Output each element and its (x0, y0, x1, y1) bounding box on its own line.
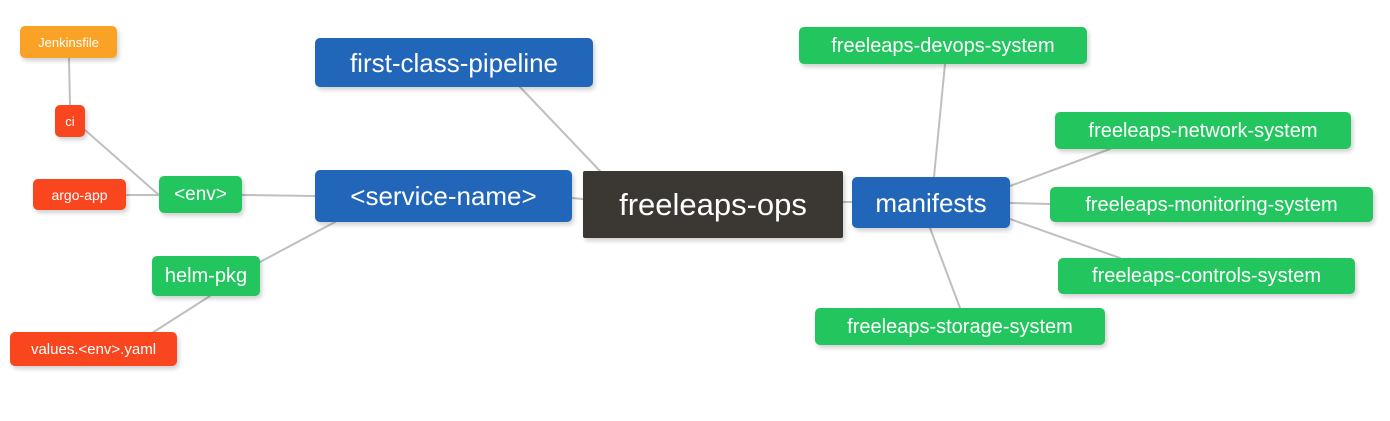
node-label-first-class-pipeline: first-class-pipeline (349, 47, 559, 78)
node-devops-system[interactable]: freeleaps-devops-system (799, 27, 1087, 64)
edge-manifests-to-devops-system (933, 63, 946, 178)
node-first-class-pipeline[interactable]: first-class-pipeline (315, 38, 593, 87)
node-ci[interactable]: ci (55, 105, 85, 137)
edge-helm-pkg-to-service-name (259, 221, 336, 263)
node-jenkinsfile[interactable]: Jenkinsfile (20, 26, 117, 58)
node-values-yaml[interactable]: values.<env>.yaml (10, 332, 177, 366)
node-label-helm-pkg: helm-pkg (164, 265, 248, 287)
node-label-controls-system: freeleaps-controls-system (1092, 265, 1321, 287)
edge-manifests-to-controls-system (1009, 218, 1121, 259)
node-label-env: <env> (174, 184, 227, 205)
edge-env-to-service-name (241, 194, 316, 197)
node-label-network-system: freeleaps-network-system (1088, 119, 1318, 142)
node-label-freeleaps-ops: freeleaps-ops (619, 187, 807, 222)
node-label-values-yaml: values.<env>.yaml (30, 340, 157, 358)
node-label-service-name: <service-name> (350, 181, 537, 211)
node-helm-pkg[interactable]: helm-pkg (152, 256, 260, 296)
node-label-monitoring-system: freeleaps-monitoring-system (1085, 193, 1338, 216)
edge-jenkinsfile-to-ci (68, 57, 71, 106)
node-env[interactable]: <env> (159, 176, 242, 213)
node-argo-app[interactable]: argo-app (33, 179, 126, 210)
edge-first-class-pipeline-to-freeleaps-ops (519, 86, 601, 172)
node-monitoring-system[interactable]: freeleaps-monitoring-system (1050, 187, 1373, 222)
node-controls-system[interactable]: freeleaps-controls-system (1058, 258, 1355, 294)
edge-manifests-to-network-system (1009, 148, 1111, 187)
node-service-name[interactable]: <service-name> (315, 170, 572, 222)
edge-values-yaml-to-helm-pkg (151, 295, 211, 334)
edge-manifests-to-monitoring-system (1009, 202, 1051, 205)
node-label-argo-app: argo-app (51, 186, 108, 203)
node-label-storage-system: freeleaps-storage-system (847, 315, 1073, 338)
node-network-system[interactable]: freeleaps-network-system (1055, 112, 1351, 149)
node-label-manifests: manifests (875, 187, 987, 218)
node-manifests[interactable]: manifests (852, 177, 1010, 228)
node-storage-system[interactable]: freeleaps-storage-system (815, 308, 1105, 345)
node-freeleaps-ops[interactable]: freeleaps-ops (583, 171, 843, 238)
node-label-jenkinsfile: Jenkinsfile (38, 34, 99, 50)
edge-service-name-to-freeleaps-ops (571, 197, 584, 200)
node-label-ci: ci (65, 113, 75, 129)
edge-manifests-to-storage-system (929, 227, 961, 309)
node-label-devops-system: freeleaps-devops-system (831, 34, 1055, 57)
